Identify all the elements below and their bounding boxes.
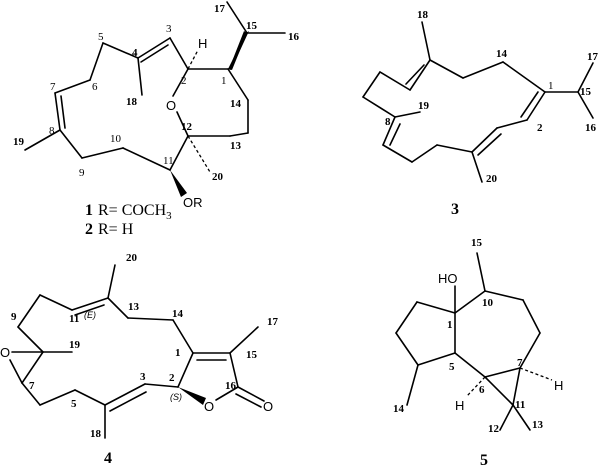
stereo-s-label: (S): [170, 392, 182, 402]
svg-text:14: 14: [172, 308, 184, 320]
svg-text:16: 16: [225, 380, 237, 392]
svg-text:13: 13: [532, 419, 544, 431]
svg-text:8: 8: [385, 116, 391, 128]
caption-compound-1-text: R= COCH3: [98, 202, 172, 222]
svg-text:14: 14: [496, 48, 508, 60]
caption-compound-2-text: R= H: [98, 221, 134, 238]
structure-compound-4: [9, 264, 265, 439]
svg-text:2: 2: [169, 372, 175, 384]
svg-text:19: 19: [69, 339, 81, 351]
svg-text:2: 2: [537, 122, 543, 134]
svg-text:15: 15: [471, 237, 483, 249]
svg-text:11: 11: [69, 313, 79, 325]
svg-text:6: 6: [92, 81, 98, 93]
locants-compound-5: 15 10 1 5 7 6 11 14 12 13: [393, 237, 544, 435]
locants-compound-3: 18 14 17 1 15 16 2 19 8 20: [385, 9, 599, 185]
svg-text:19: 19: [13, 136, 25, 148]
svg-text:2: 2: [181, 75, 187, 87]
atom-hydroxyl: HO: [438, 271, 458, 286]
caption-compound-4-number: 4: [104, 450, 112, 467]
svg-text:9: 9: [79, 167, 85, 179]
svg-text:17: 17: [587, 51, 599, 63]
svg-text:1: 1: [175, 347, 181, 359]
atom-h-c2: H: [198, 36, 207, 51]
svg-text:6: 6: [479, 384, 485, 396]
atom-lactone-oxygen: O: [204, 399, 214, 414]
atom-h-c6: H: [455, 398, 464, 413]
structure-compound-5: [395, 252, 553, 431]
svg-text:14: 14: [230, 98, 242, 110]
svg-text:1: 1: [447, 319, 453, 331]
svg-text:7: 7: [50, 81, 56, 93]
svg-text:12: 12: [488, 423, 500, 435]
svg-text:7: 7: [29, 380, 35, 392]
svg-text:1: 1: [548, 80, 554, 92]
svg-text:4: 4: [132, 47, 138, 59]
svg-text:1: 1: [221, 75, 227, 87]
caption-compound-1-number: 1: [85, 202, 93, 219]
svg-text:12: 12: [181, 121, 193, 133]
svg-text:17: 17: [267, 316, 279, 328]
svg-text:15: 15: [246, 349, 258, 361]
svg-text:18: 18: [90, 428, 102, 440]
svg-text:16: 16: [288, 31, 300, 43]
svg-text:5: 5: [71, 398, 77, 410]
svg-text:7: 7: [517, 357, 523, 369]
atom-h-c7: H: [554, 378, 563, 393]
locants-compound-1: 17 15 16 3 1 2 4 5 6 7 8 18 14 12 13 19 …: [13, 3, 300, 183]
svg-text:18: 18: [126, 96, 138, 108]
structure-compound-1: [24, 1, 286, 197]
svg-text:15: 15: [580, 86, 592, 98]
svg-text:19: 19: [418, 100, 430, 112]
atom-epoxide-oxygen: O: [0, 345, 10, 360]
svg-text:5: 5: [449, 361, 455, 373]
caption-compound-2-number: 2: [85, 221, 93, 238]
atom-carbonyl-oxygen: O: [263, 399, 273, 414]
svg-text:14: 14: [393, 403, 405, 415]
atom-or-substituent: OR: [183, 195, 203, 210]
svg-text:16: 16: [585, 122, 597, 134]
svg-text:9: 9: [11, 311, 17, 323]
svg-text:13: 13: [230, 140, 242, 152]
svg-text:15: 15: [246, 20, 258, 32]
svg-text:20: 20: [486, 173, 498, 185]
structure-compound-3: [362, 21, 594, 183]
svg-text:10: 10: [110, 133, 122, 145]
svg-text:11: 11: [163, 155, 174, 167]
locants-compound-4: 20 13 14 9 11 19 17 1 15 3 2 16 7 5 18: [11, 252, 279, 440]
svg-text:11: 11: [515, 399, 525, 411]
caption-compound-5-number: 5: [480, 452, 488, 467]
svg-text:18: 18: [417, 9, 429, 21]
svg-text:3: 3: [166, 23, 172, 35]
svg-text:13: 13: [128, 301, 140, 313]
svg-text:10: 10: [482, 297, 494, 309]
stereo-e-label: (E): [84, 310, 96, 320]
svg-text:5: 5: [98, 31, 104, 43]
svg-text:20: 20: [212, 171, 224, 183]
svg-text:8: 8: [49, 125, 55, 137]
svg-text:20: 20: [126, 252, 138, 264]
caption-compound-3-number: 3: [451, 201, 459, 218]
atom-oxygen-pyran: O: [166, 98, 176, 113]
svg-text:3: 3: [140, 371, 146, 383]
svg-text:17: 17: [214, 3, 226, 15]
